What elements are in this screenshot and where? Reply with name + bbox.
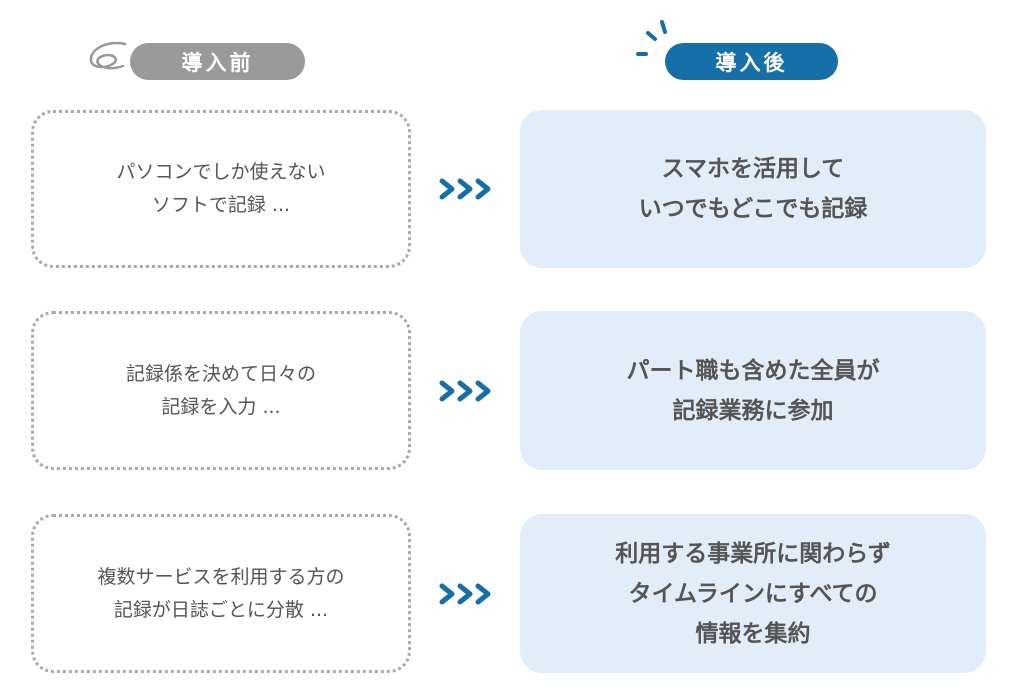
before-card-1: パソコンでしか使えない ソフトで記録 ... [31, 110, 411, 268]
before-card-3: 複数サービスを利用する方の 記録が日誌ごとに分散 ... [31, 514, 411, 673]
before-card-2: 記録係を決めて日々の 記録を入力 ... [31, 311, 411, 470]
after-card-1: スマホを活用して いつでもどこでも記録 [520, 110, 986, 268]
after-badge: 導入後 [665, 43, 838, 80]
sparkle-icon [636, 20, 667, 56]
after-card-3: 利用する事業所に関わらず タイムラインにすべての 情報を集約 [520, 514, 986, 673]
chevrons-right-icon [439, 583, 491, 605]
chevrons-right-icon [439, 380, 491, 402]
before-badge: 導入前 [130, 43, 305, 80]
chevrons-right-icon [439, 178, 491, 200]
scribble-icon [89, 41, 127, 70]
after-card-2: パート職も含めた全員が 記録業務に参加 [520, 311, 986, 470]
